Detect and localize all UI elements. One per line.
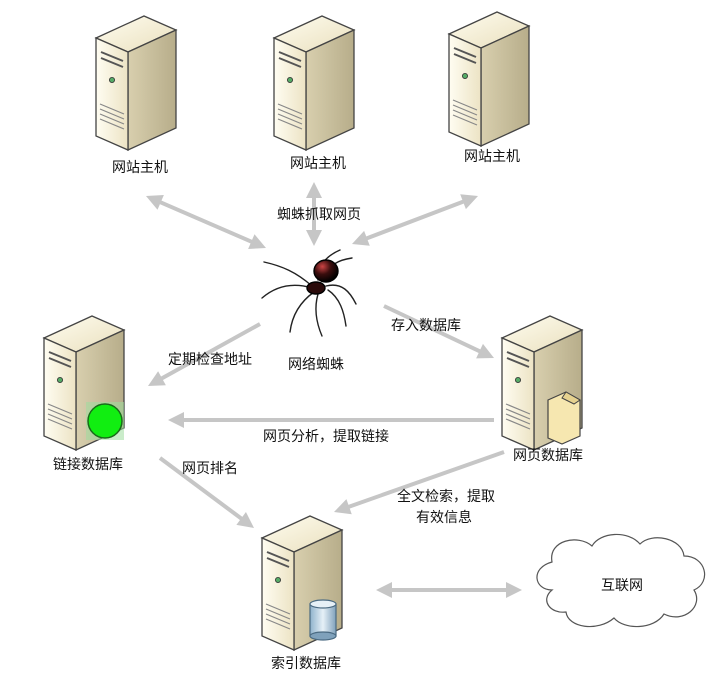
internet-label: 互联网 xyxy=(601,578,643,594)
link-db-label: 链接数据库 xyxy=(53,457,123,473)
database-cylinder-icon xyxy=(309,599,337,641)
arrow-spider-linkdb xyxy=(148,322,261,386)
spider-icon xyxy=(261,249,357,337)
arrows xyxy=(146,182,522,598)
spider-label: 网络蜘蛛 xyxy=(288,357,344,373)
arrow-host3-spider xyxy=(352,194,478,246)
site-host-1-label: 网站主机 xyxy=(112,160,168,176)
site-host-2-server-icon xyxy=(273,15,355,151)
site-host-1-server-icon xyxy=(95,15,177,151)
arrow-spider-pagedb xyxy=(383,304,494,359)
arrow-pagedb-linkdb xyxy=(168,412,494,428)
internet-cloud-icon xyxy=(536,533,706,628)
arrow-host2-spider xyxy=(306,182,322,246)
arrow-indexdb-internet xyxy=(376,582,522,598)
document-icon xyxy=(547,391,581,445)
status-dot-icon xyxy=(86,402,124,440)
analyze-edge-label: 网页分析，提取链接 xyxy=(263,429,389,445)
rank-edge-label: 网页排名 xyxy=(182,461,238,477)
crawl-edge-label: 蜘蛛抓取网页 xyxy=(277,207,361,223)
page-db-label: 网页数据库 xyxy=(513,448,583,464)
site-host-3-label: 网站主机 xyxy=(464,149,520,165)
arrow-linkdb-indexdb xyxy=(158,456,254,528)
site-host-3-server-icon xyxy=(448,11,530,147)
arrow-host1-spider xyxy=(146,195,266,249)
fulltext-edge-label-line2: 有效信息 xyxy=(416,510,472,526)
fulltext-edge-label-line1: 全文检索，提取 xyxy=(397,489,495,505)
site-host-2-label: 网站主机 xyxy=(290,156,346,172)
check-edge-label: 定期检查地址 xyxy=(168,352,252,368)
index-db-label: 索引数据库 xyxy=(271,656,341,672)
arrow-pagedb-indexdb xyxy=(334,450,505,515)
store-edge-label: 存入数据库 xyxy=(391,318,461,334)
